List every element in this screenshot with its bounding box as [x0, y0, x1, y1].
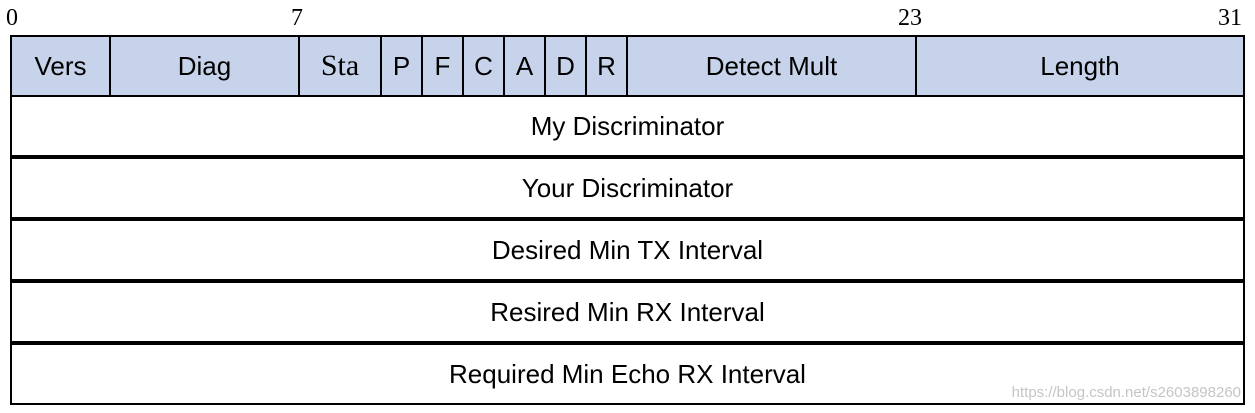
field-required-min-rx-interval: Resired Min RX Interval — [10, 281, 1245, 343]
field-length-label: Length — [1040, 50, 1120, 81]
bit-label-31: 31 — [1218, 5, 1242, 31]
flag-a-label: A — [515, 50, 534, 81]
watermark-text: https://blog.csdn.net/s2603898260 — [1011, 384, 1241, 401]
field-sta-label: Sta — [320, 49, 360, 82]
row-my-discriminator: My Discriminator — [10, 95, 1245, 157]
bit-label-0: 0 — [6, 5, 18, 31]
flag-d-label: D — [556, 50, 575, 81]
flag-r-label: R — [597, 50, 616, 81]
field-length: Length — [915, 35, 1245, 97]
field-detect-mult-label: Detect Mult — [705, 50, 838, 81]
flag-p: P — [380, 35, 423, 97]
field-your-discriminator: Your Discriminator — [10, 157, 1245, 219]
bit-label-7: 7 — [291, 5, 303, 31]
row-desired-min-tx-interval: Desired Min TX Interval — [10, 219, 1245, 281]
field-my-discriminator: My Discriminator — [10, 95, 1245, 157]
flag-r: R — [585, 35, 628, 97]
field-vers: Vers — [10, 35, 111, 97]
row-required-min-echo-rx-interval: Required Min Echo RX Interval — [10, 343, 1245, 405]
field-required-min-rx-interval-label: Resired Min RX Interval — [490, 296, 765, 327]
flag-d: D — [544, 35, 587, 97]
field-required-min-echo-rx-interval-label: Required Min Echo RX Interval — [449, 358, 806, 389]
field-detect-mult: Detect Mult — [626, 35, 917, 97]
row-your-discriminator: Your Discriminator — [10, 157, 1245, 219]
field-vers-label: Vers — [34, 50, 87, 81]
bit-label-23: 23 — [898, 5, 922, 31]
bfd-packet-format-diagram: Vers Diag Sta P F C A D R Detect Mult Le — [10, 35, 1245, 405]
field-desired-min-tx-interval: Desired Min TX Interval — [10, 219, 1245, 281]
flag-c-label: C — [474, 50, 493, 81]
flag-a: A — [503, 35, 546, 97]
field-diag: Diag — [109, 35, 300, 97]
field-desired-min-tx-interval-label: Desired Min TX Interval — [491, 234, 764, 265]
flag-c: C — [462, 35, 505, 97]
row-required-min-rx-interval: Resired Min RX Interval — [10, 281, 1245, 343]
field-my-discriminator-label: My Discriminator — [530, 110, 725, 141]
header-row: Vers Diag Sta P F C A D R Detect Mult Le — [10, 35, 1245, 97]
field-your-discriminator-label: Your Discriminator — [521, 172, 734, 203]
field-diag-label: Diag — [177, 50, 232, 81]
flag-f-label: F — [434, 50, 451, 81]
flag-p-label: P — [392, 50, 411, 81]
field-sta: Sta — [298, 35, 382, 97]
flag-f: F — [421, 35, 464, 97]
field-required-min-echo-rx-interval: Required Min Echo RX Interval — [10, 343, 1245, 405]
